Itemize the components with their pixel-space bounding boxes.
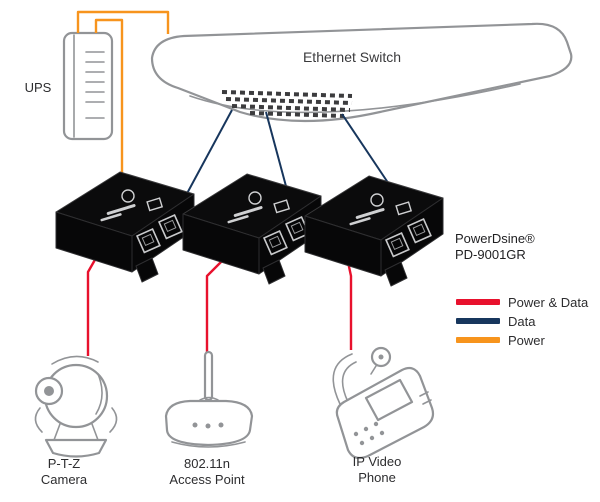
vent-row-3 <box>231 104 351 112</box>
power-data-line-injector-1-to-camera <box>86 257 98 356</box>
vent-row-4 <box>249 111 345 118</box>
camera-lens-pupil <box>44 386 54 396</box>
product-name-line2: PD-9001GR <box>455 247 526 262</box>
phone-side-buttons <box>419 391 432 405</box>
ip-video-phone-art <box>332 346 435 460</box>
phone-keypad <box>353 421 385 446</box>
vent-row-1 <box>221 90 353 98</box>
legend: Power & Data Data Power <box>456 295 589 348</box>
access-point-caption-line2: Access Point <box>169 472 245 487</box>
product-name: PowerDsine® PD-9001GR <box>455 231 535 262</box>
product-name-line1: PowerDsine® <box>455 231 535 246</box>
phone-camera-dot <box>378 354 384 360</box>
camera-wing-left <box>34 407 43 433</box>
power-line-ups-to-injector-1 <box>94 18 124 176</box>
poe-injector-1 <box>55 171 195 283</box>
phone-caption: IP Video Phone <box>353 454 402 485</box>
ups-vents <box>85 51 105 119</box>
legend-label-power-data: Power & Data <box>508 295 589 310</box>
legend-label-power: Power <box>508 333 546 348</box>
camera-caption-line2: Camera <box>41 472 88 487</box>
legend-swatch-data <box>456 318 500 324</box>
phone-handset-inner <box>341 361 357 403</box>
ups-label: UPS <box>25 80 52 95</box>
poe-injector-3 <box>304 175 444 287</box>
ap-antenna <box>203 350 214 402</box>
power-data-line-injector-3-to-phone <box>346 261 353 350</box>
legend-swatch-power-data <box>456 299 500 305</box>
switch-vents <box>221 90 353 118</box>
legend-item-power-data: Power & Data <box>456 295 589 310</box>
power-data-line-injector-2-to-access-point <box>205 259 224 354</box>
access-point-caption-line1: 802.11n <box>184 456 230 471</box>
legend-item-power: Power <box>456 333 546 348</box>
camera-caption: P-T-Z Camera <box>41 456 88 487</box>
ethernet-switch-art <box>150 22 573 123</box>
power-line-ups-to-switch <box>76 10 170 34</box>
ap-antenna-joint <box>199 396 219 401</box>
phone-screen <box>364 378 414 422</box>
legend-swatch-power <box>456 337 500 343</box>
vent-row-2 <box>225 97 353 105</box>
switch-body <box>150 22 573 123</box>
ap-base-lip <box>171 441 246 448</box>
ups-body <box>62 31 114 141</box>
camera-bracket <box>51 355 99 365</box>
camera-neck <box>53 423 99 441</box>
camera-head-detail <box>95 373 103 415</box>
camera-caption-line1: P-T-Z <box>48 456 81 471</box>
phone-caption-line2: Phone <box>358 470 396 485</box>
legend-item-data: Data <box>456 314 536 329</box>
switch-base-line <box>189 83 521 114</box>
ptz-camera-art <box>34 355 118 458</box>
ups-art <box>62 31 114 141</box>
camera-base <box>44 438 108 458</box>
access-point-art <box>164 350 254 448</box>
legend-label-data: Data <box>508 314 536 329</box>
ethernet-switch-label: Ethernet Switch <box>303 49 401 65</box>
phone-caption-line1: IP Video <box>353 454 402 469</box>
ap-leds <box>192 422 224 429</box>
phone-camera-stem <box>370 365 377 375</box>
ap-body <box>164 399 254 447</box>
poe-injector-2 <box>182 173 322 285</box>
phone-handset-outer <box>332 353 353 405</box>
access-point-caption: 802.11n Access Point <box>169 456 245 487</box>
camera-wing-right <box>109 407 118 433</box>
